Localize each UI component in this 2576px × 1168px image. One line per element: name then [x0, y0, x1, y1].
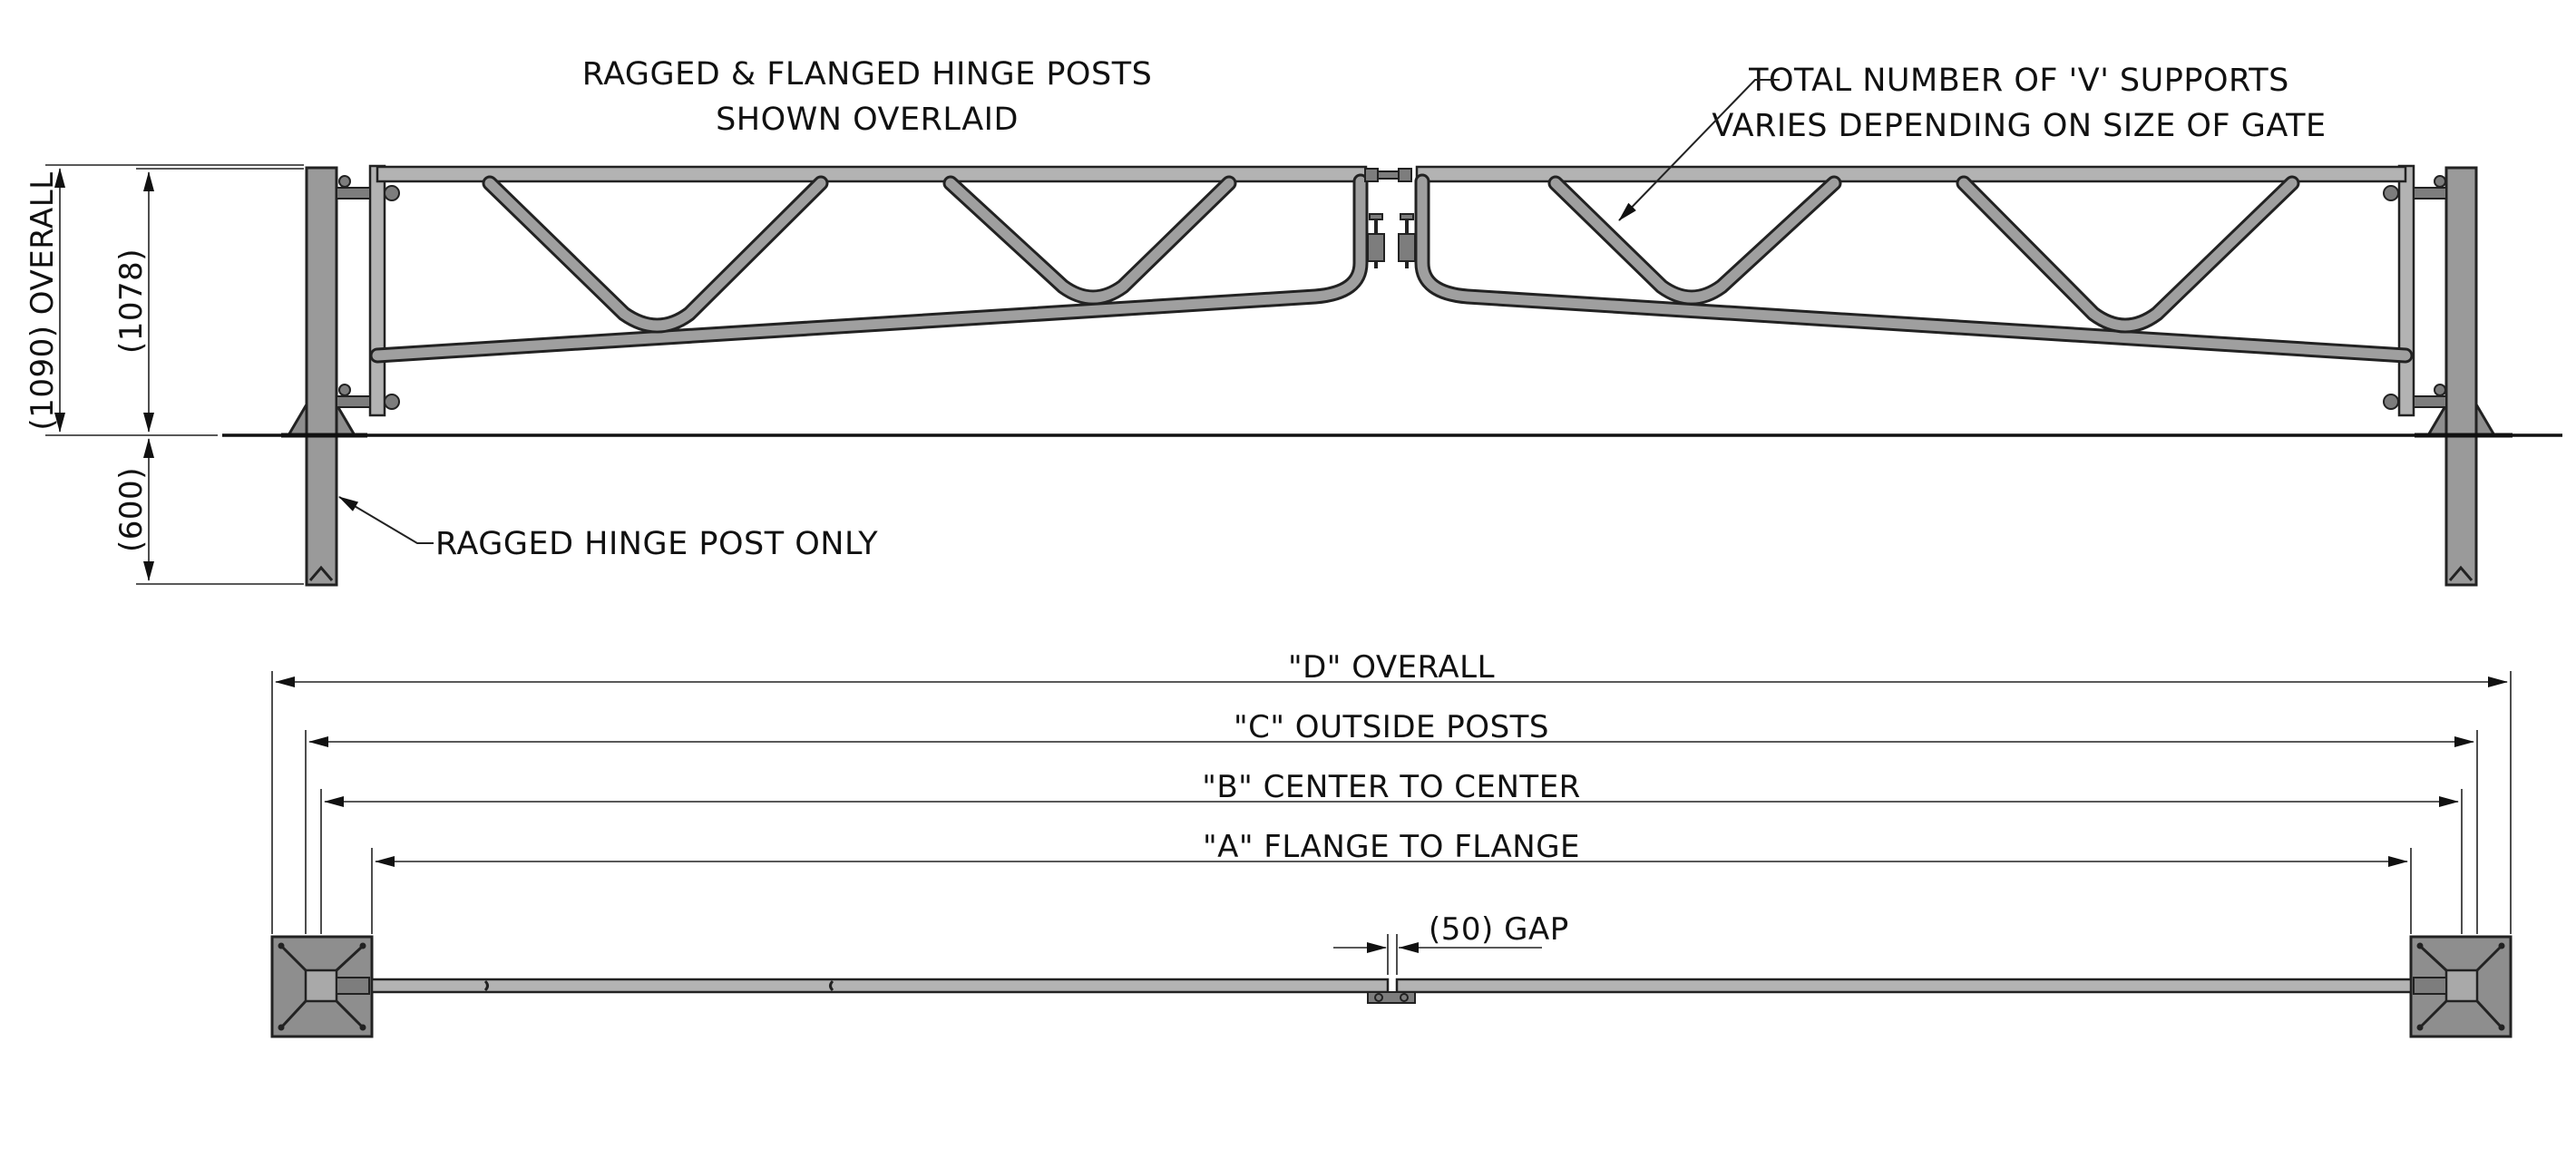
- c-outside-posts-label: "C" OUTSIDE POSTS: [1234, 709, 1549, 745]
- ragged-post-note: RAGGED HINGE POST ONLY: [435, 526, 878, 562]
- left-gate-leaf: [368, 164, 1369, 417]
- left-base-plate: [270, 935, 374, 1038]
- hinge-brackets: [336, 175, 2447, 410]
- right-hinge-post: [2415, 166, 2513, 587]
- overlaid-note-line1: RAGGED & FLANGED HINGE POSTS: [582, 56, 1153, 92]
- supports-note-line1: TOTAL NUMBER OF 'V' SUPPORTS: [1748, 63, 2289, 99]
- gap-label: (50) GAP: [1429, 911, 1569, 948]
- supports-note-line2: VARIES DEPENDING ON SIZE OF GATE: [1712, 108, 2326, 144]
- a-flange-label: "A" FLANGE TO FLANGE: [1203, 829, 1580, 865]
- center-latch: [1364, 168, 1416, 268]
- post-depth-label: (600): [113, 467, 150, 552]
- left-hinge-post: [281, 166, 367, 587]
- b-center-label: "B" CENTER TO CENTER: [1202, 769, 1581, 805]
- elevation-view: (1090) OVERALL (1078) (600) RAGGED & FLA…: [24, 56, 2562, 587]
- left-leaf-plan: [370, 978, 1390, 994]
- gate-height-label: (1078): [113, 248, 150, 354]
- right-leaf-plan: [1395, 978, 2413, 994]
- right-gate-leaf: [1414, 164, 2415, 417]
- gap-dimension: (50) GAP: [1333, 911, 1569, 975]
- plan-view: "D" OVERALL "C" OUTSIDE POSTS "B" CENTER…: [270, 649, 2513, 1038]
- right-base-plate: [2409, 935, 2513, 1038]
- overlaid-note-line2: SHOWN OVERLAID: [716, 102, 1019, 138]
- ragged-post-leader: [338, 496, 434, 544]
- overall-height-label: (1090) OVERALL: [24, 171, 61, 430]
- supports-leader: [1618, 79, 1780, 221]
- vertical-dimensions: (1090) OVERALL (1078) (600): [24, 164, 304, 585]
- d-overall-label: "D" OVERALL: [1288, 649, 1495, 686]
